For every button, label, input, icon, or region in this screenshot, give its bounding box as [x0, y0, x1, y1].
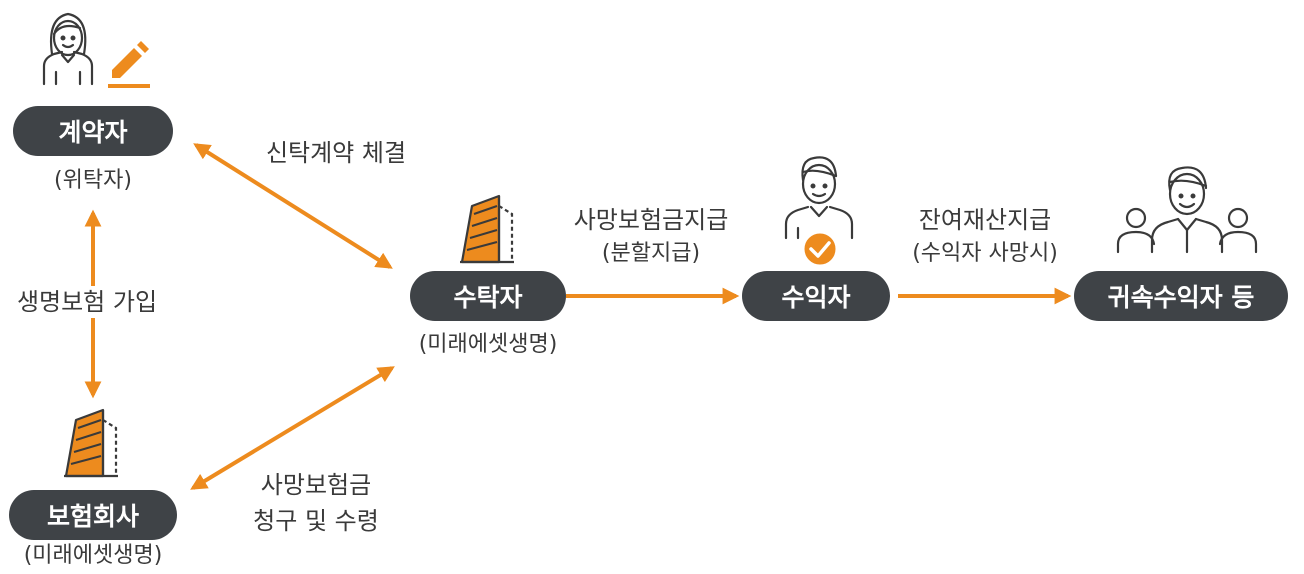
contractor-sub-label: (위탁자): [54, 168, 132, 193]
building-icon: [64, 408, 118, 478]
insurance-join-edge-label: 생명보험 가입: [2, 286, 172, 318]
residual-payout-edge-label-line2: (수익자 사망시): [912, 241, 1058, 266]
payout-edge-label-line1: 사망보험금지급: [573, 206, 729, 234]
arrow-contractor-trustee: [193, 143, 393, 269]
residual-beneficiary-node: 귀속수익자 등: [1074, 271, 1288, 321]
insurer-sub-label: (미래에셋생명): [23, 543, 163, 568]
building-icon: [460, 194, 514, 264]
trustee-node: 수탁자: [410, 271, 566, 321]
claim-edge-label-line2: 청구 및 수령: [253, 507, 379, 535]
claim-edge-label-line1: 사망보험금: [260, 471, 372, 499]
check-badge-icon: [801, 230, 839, 268]
residual-payout-edge-label-line1: 잔여재산지급: [918, 206, 1052, 234]
payout-edge-label-line2: (분할지급): [601, 241, 701, 266]
woman-person-icon: [42, 12, 94, 86]
insurer-node: 보험회사: [9, 490, 177, 540]
contractor-node: 계약자: [13, 106, 173, 156]
arrow-insurer-trustee: [190, 366, 395, 490]
pencil-icon: [108, 41, 150, 88]
man-person-icon: [784, 156, 854, 240]
group-people-icon: [1116, 166, 1258, 254]
trustee-sub-label: (미래에셋생명): [418, 332, 558, 357]
beneficiary-node: 수익자: [742, 271, 890, 321]
contract-edge-label: 신탁계약 체결: [265, 139, 407, 167]
